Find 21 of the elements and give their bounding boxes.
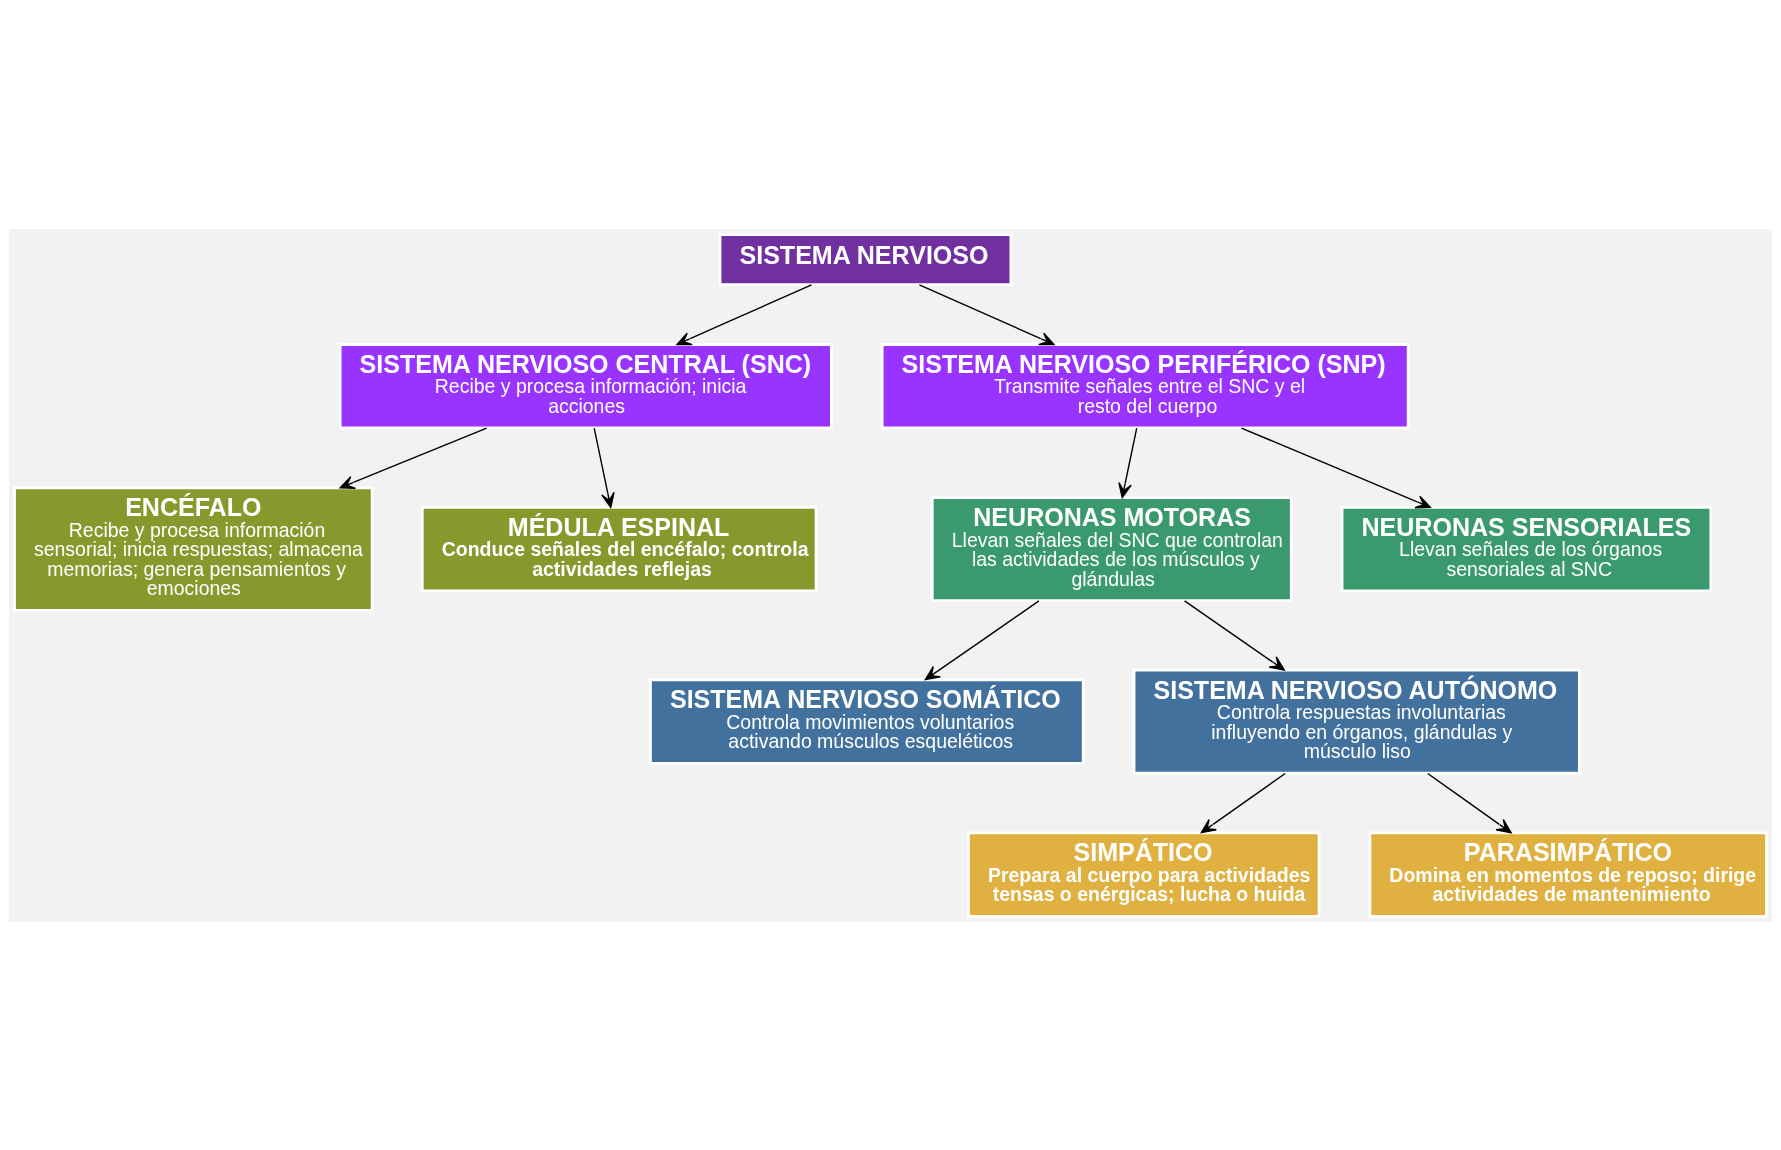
node-box: SISTEMA NERVIOSO AUTÓNOMO Controla respuestas involuntarias influyendo en órganos, glándulas y músculo liso [1132,668,1581,774]
arrow [676,283,813,345]
node-box: SISTEMA NERVIOSO PERIFÉRICO (SNP) Transmite señales entre el SNC y el resto del cuerpo [880,342,1410,429]
arrow [593,426,615,508]
arrow [918,283,1055,345]
node-box: PARASIMPÁTICO Domina en momentos de reposo; dirige actividades de mantenimiento [1368,831,1768,918]
node-box: SIMPÁTICO Prepara al cuerpo para actividades tensas o enérgicas; lucha o huida [967,831,1321,918]
arrow [924,599,1040,680]
arrow [1118,426,1138,498]
arrow [339,426,488,489]
node-box: SISTEMA NERVIOSO [718,232,1013,286]
node-box: ENCÉFALO Recibe y procesa información sensorial; inicia respuestas; almacena memorias; genera pensamientos y emociones [13,485,374,612]
arrow [1427,772,1512,833]
node-box: SISTEMA NERVIOSO SOMÁTICO Controla movimientos voluntarios activando músculos esqueléticos [649,678,1085,765]
node-box: NEURONAS SENSORIALES Llevan señales de los órganos sensoriales al SNC [1340,505,1713,592]
node-box: MÉDULA ESPINAL Conduce señales del encéfalo; controla actividades reflejas [420,505,818,592]
node-box: SISTEMA NERVIOSO CENTRAL (SNC) Recibe y procesa información; inicia acciones [338,342,833,429]
arrow [1200,772,1286,833]
arrow [1240,426,1431,508]
arrow [1183,599,1285,671]
node-box: NEURONAS MOTORAS Llevan señales del SNC que controlan las actividades de los músculos y glándulas [930,495,1293,602]
